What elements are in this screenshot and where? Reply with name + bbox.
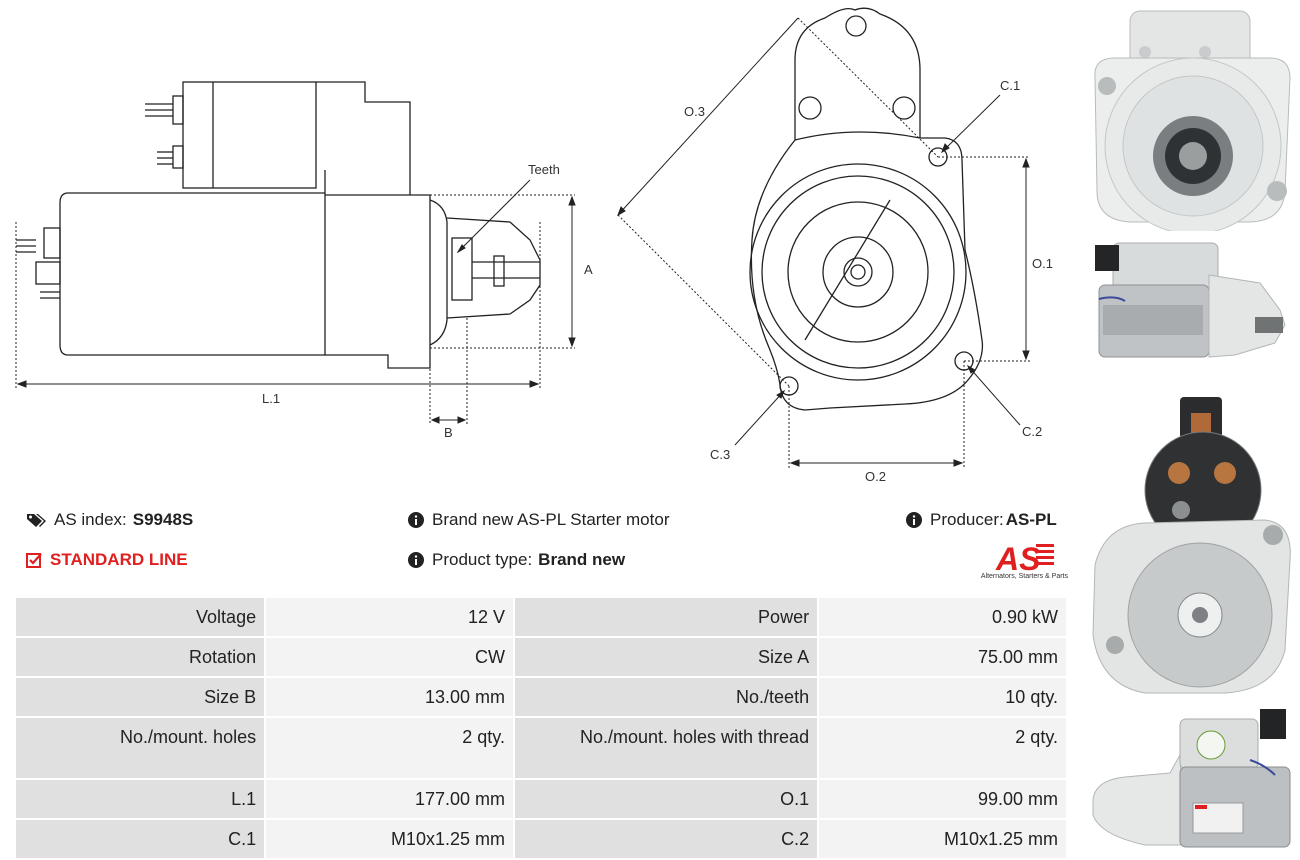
- label-b: B: [444, 425, 453, 440]
- spec-key: C.2: [514, 820, 818, 858]
- product-type-value: Brand new: [538, 550, 626, 569]
- logo-mark-text: AS: [995, 541, 1041, 574]
- label-c1: C.1: [1000, 78, 1020, 93]
- spec-value: M10x1.25 mm: [266, 820, 513, 858]
- table-row: L.1 177.00 mm O.1 99.00 mm: [16, 780, 1066, 818]
- producer-value: AS-PL: [1005, 510, 1057, 529]
- producer-label: Producer:: [930, 510, 1004, 529]
- spec-value: 10 qty.: [819, 678, 1066, 716]
- as-pl-logo: AS Alternators, Starters & Parts: [966, 540, 1068, 584]
- spec-value: 2 qty.: [819, 718, 1066, 778]
- spec-value: 2 qty.: [266, 718, 513, 778]
- pinion: [451, 237, 473, 301]
- label-c3: C.3: [710, 447, 730, 462]
- solenoid: [182, 81, 317, 189]
- spec-value: 75.00 mm: [819, 638, 1066, 676]
- description: Brand new AS-PL Starter motor: [408, 510, 669, 530]
- spec-key: Rotation: [16, 638, 265, 676]
- mounting-flange: [750, 7, 984, 411]
- product-type-label: Product type:: [432, 550, 533, 569]
- info-icon: [408, 512, 424, 528]
- as-index-value: S9948S: [132, 510, 194, 529]
- spec-key: Size A: [514, 638, 818, 676]
- description-text: Brand new AS-PL Starter motor: [432, 510, 670, 529]
- spec-key: Power: [514, 598, 818, 636]
- product-photo-rear: [1092, 397, 1291, 694]
- spec-key: No./teeth: [514, 678, 818, 716]
- spec-value: 12 V: [266, 598, 513, 636]
- tag-icon: [27, 514, 46, 527]
- spec-value: 0.90 kW: [819, 598, 1066, 636]
- spec-value: 13.00 mm: [266, 678, 513, 716]
- checkbox-icon: [26, 553, 42, 568]
- specs-table: Voltage 12 V Power 0.90 kW Rotation CW S…: [14, 596, 1068, 860]
- info-icon: [906, 512, 922, 528]
- spec-key: No./mount. holes: [16, 718, 265, 778]
- motor-body: [59, 192, 325, 356]
- spec-key: C.1: [16, 820, 265, 858]
- as-index: AS index: S9948S: [26, 510, 193, 530]
- product-photo-side: [1095, 242, 1286, 358]
- product-photo-front: [1094, 10, 1291, 231]
- spec-value: M10x1.25 mm: [819, 820, 1066, 858]
- label-a: A: [584, 262, 593, 277]
- producer: Producer: AS-PL: [906, 510, 1057, 530]
- spec-key: No./mount. holes with thread: [514, 718, 818, 778]
- label-teeth: Teeth: [528, 162, 560, 177]
- label-o2: O.2: [865, 469, 886, 484]
- spec-key: Voltage: [16, 598, 265, 636]
- table-row: Voltage 12 V Power 0.90 kW: [16, 598, 1066, 636]
- logo-tagline: Alternators, Starters & Parts: [980, 573, 1068, 580]
- spec-value: 177.00 mm: [266, 780, 513, 818]
- table-row: No./mount. holes 2 qty. No./mount. holes…: [16, 718, 1066, 778]
- spec-value: CW: [266, 638, 513, 676]
- spec-key: O.1: [514, 780, 818, 818]
- label-l1: L.1: [262, 391, 280, 406]
- table-row: C.1 M10x1.25 mm C.2 M10x1.25 mm: [16, 820, 1066, 858]
- standard-line-badge: STANDARD LINE: [26, 550, 188, 570]
- spec-key: L.1: [16, 780, 265, 818]
- label-o1: O.1: [1032, 256, 1053, 271]
- as-index-label: AS index:: [54, 510, 127, 529]
- product-photo-label-side: [1092, 709, 1291, 848]
- spec-value: 99.00 mm: [819, 780, 1066, 818]
- spec-key: Size B: [16, 678, 265, 716]
- table-row: Rotation CW Size A 75.00 mm: [16, 638, 1066, 676]
- label-c2: C.2: [1022, 424, 1042, 439]
- product-type: Product type: Brand new: [408, 550, 625, 570]
- table-row: Size B 13.00 mm No./teeth 10 qty.: [16, 678, 1066, 716]
- label-o3: O.3: [684, 104, 705, 119]
- logo-mark: AS: [995, 541, 1054, 577]
- technical-drawing: Teeth A L.1 B: [15, 7, 1053, 484]
- info-icon: [408, 552, 424, 568]
- standard-line-text: STANDARD LINE: [50, 550, 188, 569]
